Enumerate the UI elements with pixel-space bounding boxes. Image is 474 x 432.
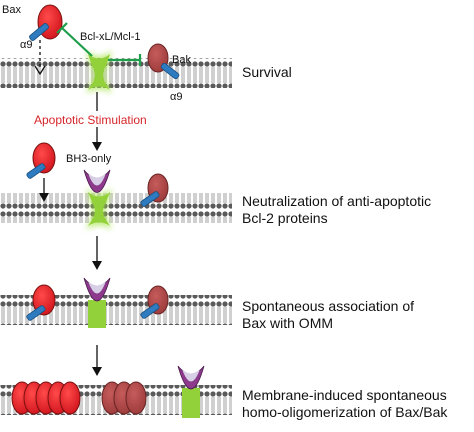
bak-protein-2 — [140, 173, 169, 207]
stage-neutralization-text: Neutralization of anti-apoptotic Bcl-2 p… — [242, 193, 431, 227]
bax-protein-1 — [29, 4, 63, 41]
bclxl-mcl1-label: Bcl-xL/Mcl-1 — [80, 31, 141, 43]
inhibition-line-bax — [61, 27, 93, 57]
membrane-2 — [0, 193, 232, 223]
bclxl-protein-2 — [86, 188, 112, 230]
bax-protein-2 — [26, 142, 56, 179]
bax-alpha9-anchor — [29, 23, 49, 41]
bak-label: Bak — [172, 54, 191, 66]
bh3-only-protein-3 — [83, 277, 111, 302]
bak-oligomer — [101, 381, 147, 415]
stage-survival-text: Survival — [242, 64, 292, 80]
stage-association-text: Spontaneous association of Bax with OMM — [242, 298, 414, 332]
stage-association-line2: Bax with OMM — [242, 315, 334, 331]
bclxl-protein-4 — [182, 388, 200, 418]
stage-oligomerization-line2: homo-oligomerization of Bax/Bak — [242, 404, 448, 420]
bax-label: Bax — [2, 4, 21, 16]
apoptotic-stimulation-label: Apoptotic Stimulation — [34, 113, 147, 127]
alpha9-right-label: α9 — [170, 91, 182, 103]
membrane-1 — [0, 58, 232, 88]
bax-protein-3 — [26, 284, 56, 321]
bak-protein-3 — [140, 285, 169, 319]
bax-oligomer — [11, 381, 81, 415]
stage-association-line1: Spontaneous association of — [242, 298, 415, 314]
bak-protein-1 — [147, 43, 180, 80]
alpha9-left-label: α9 — [20, 39, 32, 51]
stage-neutralization-line2: Bcl-2 proteins — [242, 210, 328, 226]
bh3-only-protein-2 — [83, 169, 111, 193]
bh3-only-label: BH3-only — [66, 153, 112, 165]
stage-neutralization-line1: Neutralization of anti-apoptotic — [242, 193, 432, 209]
bclxl-protein-1 — [86, 50, 112, 94]
bak-alpha9-anchor — [160, 62, 180, 80]
bclxl-protein-3 — [88, 300, 106, 328]
stage-oligomerization-line1: Membrane-induced spontaneous — [242, 387, 447, 403]
bh3-only-protein-4 — [177, 365, 205, 390]
stage-oligomerization-text: Membrane-induced spontaneous homo-oligom… — [242, 387, 447, 421]
